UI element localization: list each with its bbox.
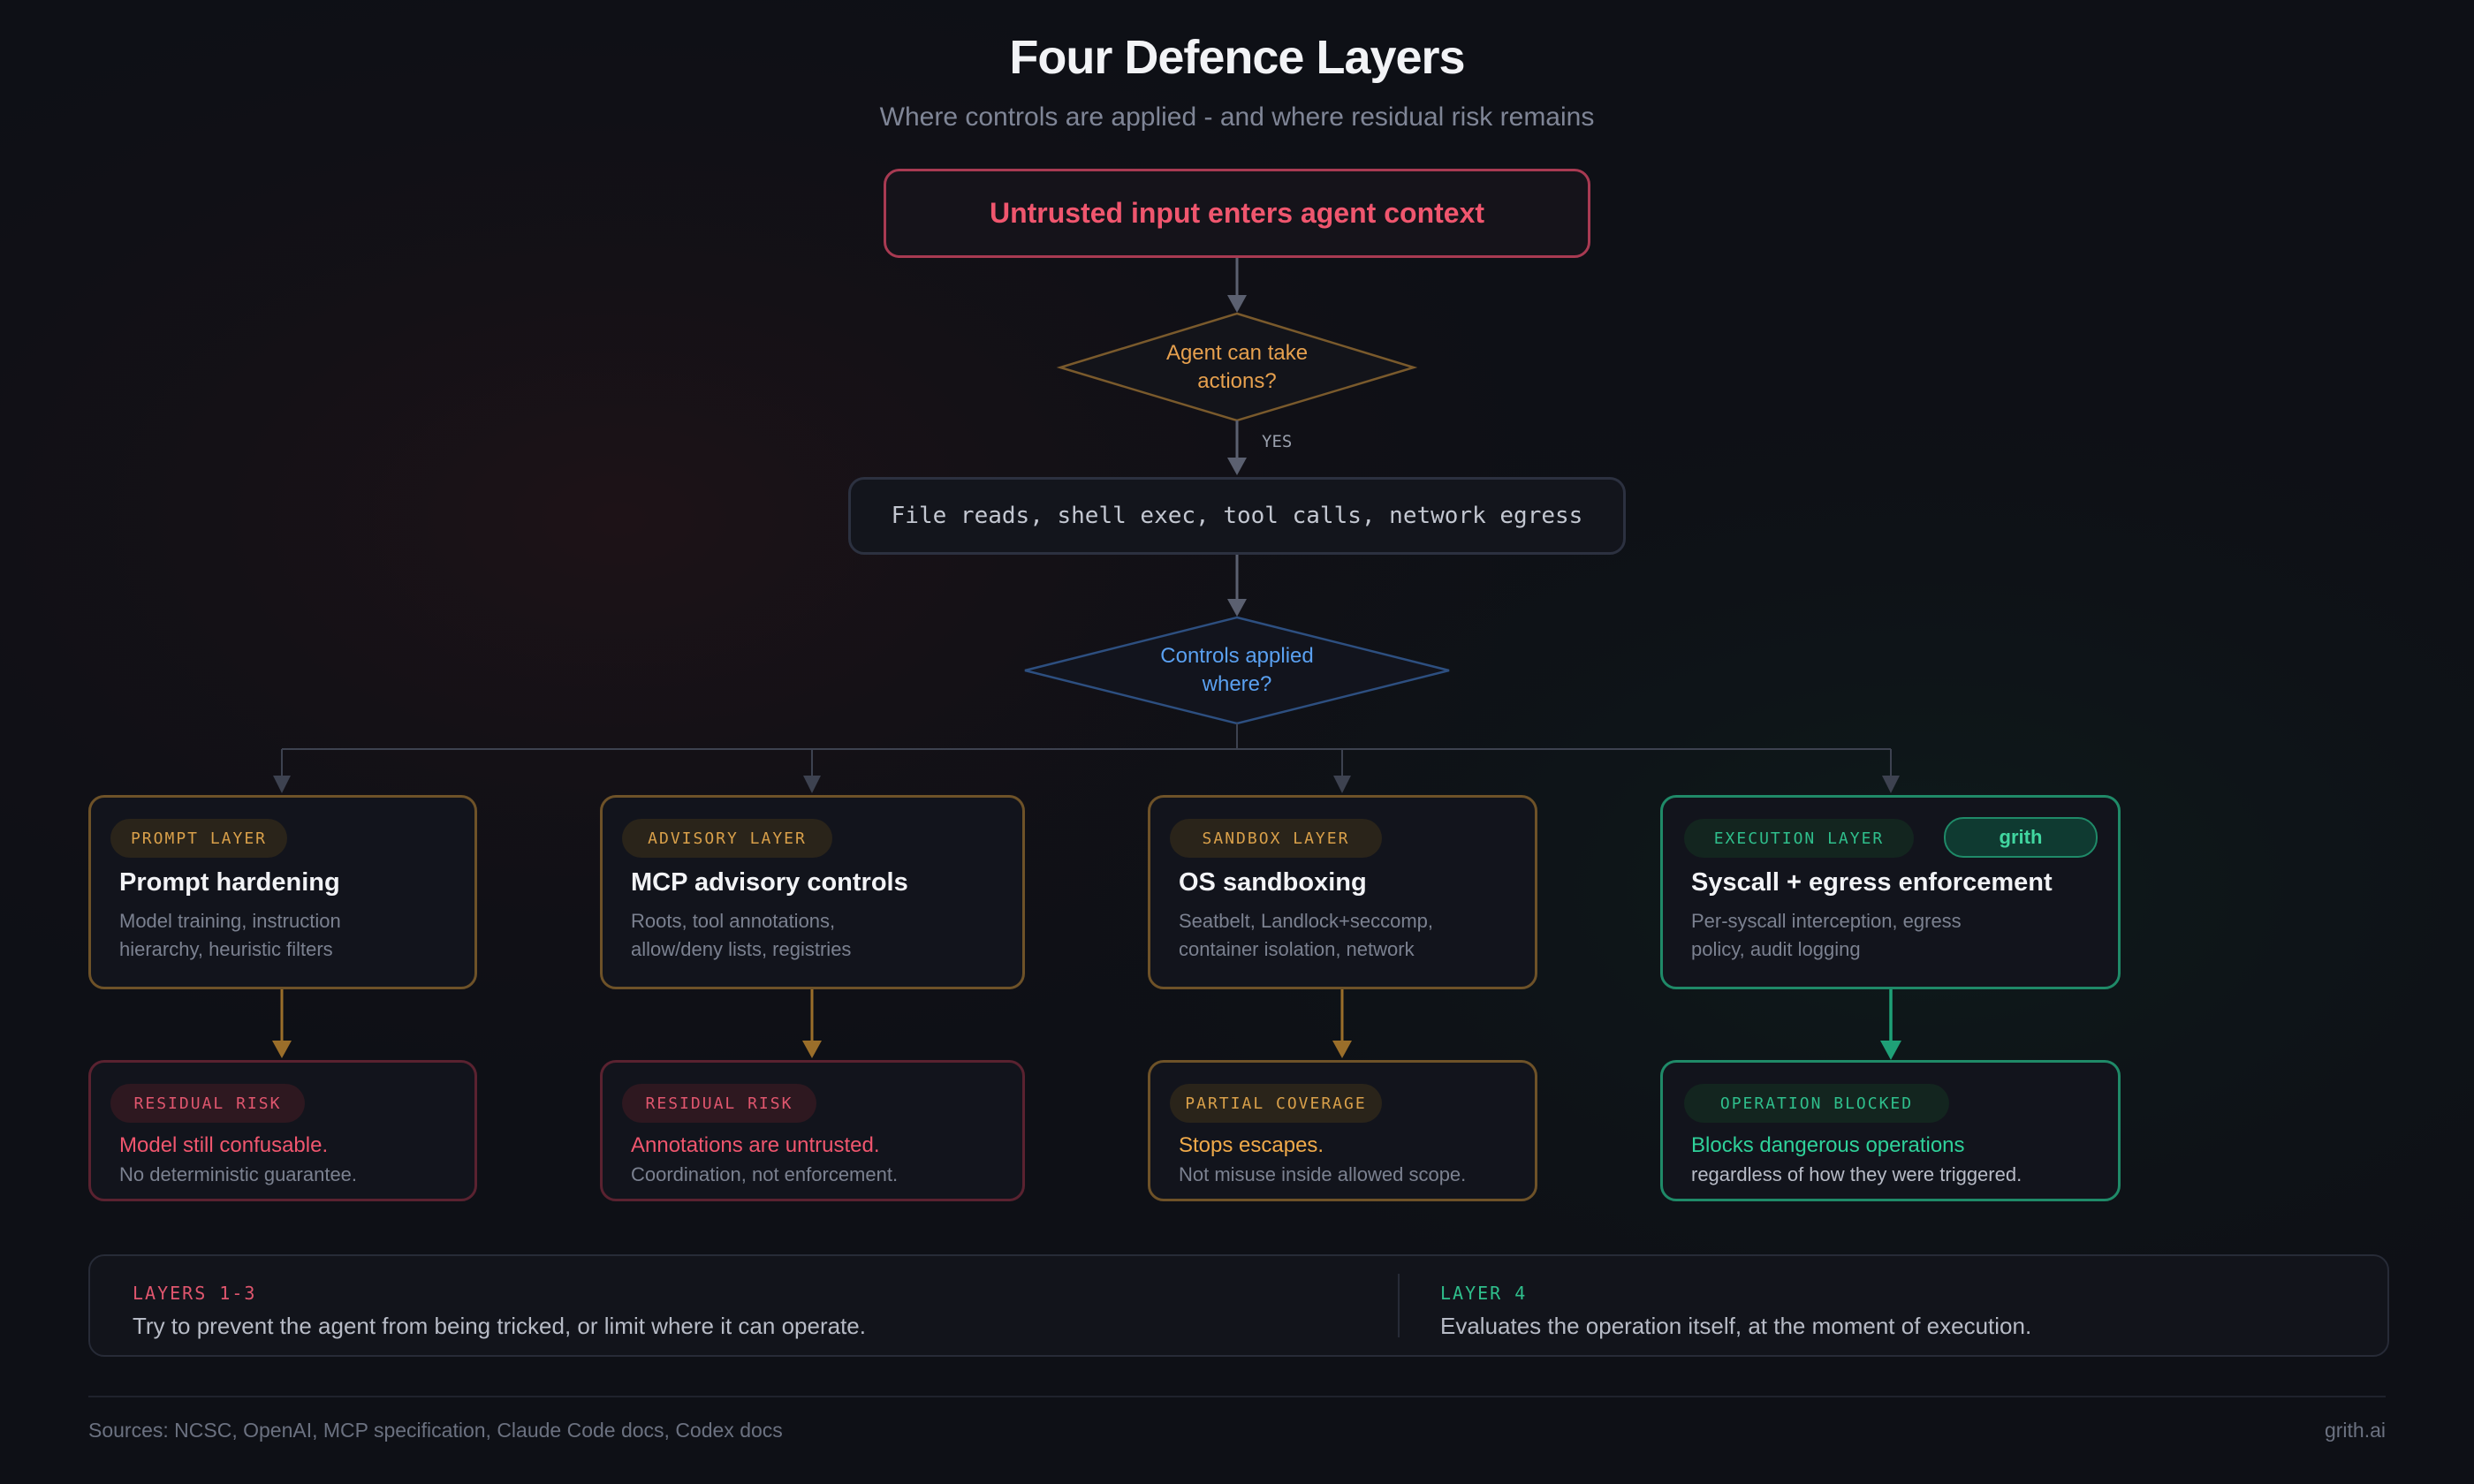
decision-where-label: Controls applied where? — [1087, 642, 1387, 699]
layer-card-sandbox: SANDBOX LAYER OS sandboxing Seatbelt, La… — [1148, 795, 1537, 989]
arrowhead — [1332, 1041, 1352, 1058]
outcome-card-execution: OPERATION BLOCKED Blocks dangerous opera… — [1660, 1060, 2121, 1201]
decision-where-line1: Controls applied — [1160, 644, 1314, 668]
page-title: Four Defence Layers — [1009, 31, 1465, 84]
layer-description: Per-syscall interception, egress policy,… — [1691, 907, 1962, 964]
decision-actions-label: Agent can take actions? — [1104, 339, 1370, 396]
arrowhead — [1333, 776, 1351, 793]
layer-description-line: allow/deny lists, registries — [631, 938, 852, 960]
operations-box: File reads, shell exec, tool calls, netw… — [848, 477, 1626, 555]
outcome-main: Annotations are untrusted. — [631, 1133, 880, 1157]
footer-divider — [88, 1396, 2386, 1397]
arrowhead — [272, 1041, 292, 1058]
outcome-main: Model still confusable. — [119, 1133, 329, 1157]
layer-description-line: Per-syscall interception, egress — [1691, 910, 1962, 932]
arrowhead — [273, 776, 291, 793]
arrowhead — [802, 1041, 822, 1058]
layer-description: Seatbelt, Landlock+seccomp, container is… — [1179, 907, 1433, 964]
untrusted-input-label: Untrusted input enters agent context — [989, 197, 1485, 229]
outcome-sub: regardless of how they were triggered. — [1691, 1163, 2022, 1185]
outcome-tag: PARTIAL COVERAGE — [1170, 1084, 1382, 1123]
outcome-sub: No deterministic guarantee. — [119, 1163, 358, 1185]
layer-tag: EXECUTION LAYER — [1684, 819, 1914, 858]
layer-title: Prompt hardening — [119, 868, 340, 897]
layer-card-prompt: PROMPT LAYER Prompt hardening Model trai… — [88, 795, 477, 989]
layer-tag: ADVISORY LAYER — [622, 819, 832, 858]
arrowhead — [1227, 599, 1247, 617]
decision-actions-line1: Agent can take — [1165, 341, 1309, 365]
arrowhead — [1227, 458, 1247, 475]
operations-label: File reads, shell exec, tool calls, netw… — [891, 503, 1583, 529]
arrowhead — [1880, 1041, 1901, 1060]
layer-title: MCP advisory controls — [631, 868, 908, 897]
layer-description-line: Seatbelt, Landlock+seccomp, — [1179, 910, 1434, 932]
grith-badge: grith — [1944, 817, 2098, 858]
layer-tag: SANDBOX LAYER — [1170, 819, 1382, 858]
layer-card-execution: EXECUTION LAYER grith Syscall + egress e… — [1660, 795, 2121, 989]
arrowhead — [1882, 776, 1900, 793]
layer-description: Model training, instruction hierarchy, h… — [119, 907, 341, 964]
summary-left-text: Try to prevent the agent from being tric… — [133, 1313, 866, 1339]
summary-left-label: LAYERS 1-3 — [133, 1283, 257, 1304]
summary-right-label: LAYER 4 — [1440, 1283, 1528, 1304]
outcome-tag: RESIDUAL RISK — [622, 1084, 816, 1123]
layer-description-line: Roots, tool annotations, — [631, 910, 836, 932]
outcome-tag: RESIDUAL RISK — [110, 1084, 305, 1123]
outcome-card-sandbox: PARTIAL COVERAGE Stops escapes. Not misu… — [1148, 1060, 1537, 1201]
yes-label: YES — [1262, 432, 1293, 451]
outcome-sub: Not misuse inside allowed scope. — [1179, 1163, 1467, 1185]
page-subtitle: Where controls are applied - and where r… — [879, 102, 1595, 132]
decision-where-line2: where? — [1202, 672, 1272, 696]
summary-divider — [1398, 1274, 1400, 1337]
layer-description-line: hierarchy, heuristic filters — [119, 938, 333, 960]
arrowhead — [1227, 295, 1247, 313]
outcome-sub: Coordination, not enforcement. — [631, 1163, 899, 1185]
outcome-card-prompt: RESIDUAL RISK Model still confusable. No… — [88, 1060, 477, 1201]
outcome-main: Blocks dangerous operations — [1691, 1133, 1965, 1157]
layer-description-line: Model training, instruction — [119, 910, 341, 932]
decision-actions-line2: actions? — [1197, 369, 1277, 393]
summary-panel: LAYERS 1-3 Try to prevent the agent from… — [88, 1254, 2389, 1357]
untrusted-input-box: Untrusted input enters agent context — [884, 169, 1590, 258]
layer-title: Syscall + egress enforcement — [1691, 868, 2053, 897]
layer-card-advisory: ADVISORY LAYER MCP advisory controls Roo… — [600, 795, 1025, 989]
layer-description-line: container isolation, network — [1179, 938, 1415, 960]
layer-tag: PROMPT LAYER — [110, 819, 287, 858]
arrowhead — [803, 776, 821, 793]
outcome-main: Stops escapes. — [1179, 1133, 1324, 1157]
footer-sources: Sources: NCSC, OpenAI, MCP specification… — [88, 1419, 783, 1442]
summary-right-text: Evaluates the operation itself, at the m… — [1440, 1313, 2032, 1339]
layer-title: OS sandboxing — [1179, 868, 1367, 897]
layer-description-line: policy, audit logging — [1691, 938, 1861, 960]
footer-brand[interactable]: grith.ai — [2324, 1419, 2386, 1442]
outcome-card-advisory: RESIDUAL RISK Annotations are untrusted.… — [600, 1060, 1025, 1201]
layer-description: Roots, tool annotations, allow/deny list… — [631, 907, 851, 964]
outcome-tag: OPERATION BLOCKED — [1684, 1084, 1949, 1123]
